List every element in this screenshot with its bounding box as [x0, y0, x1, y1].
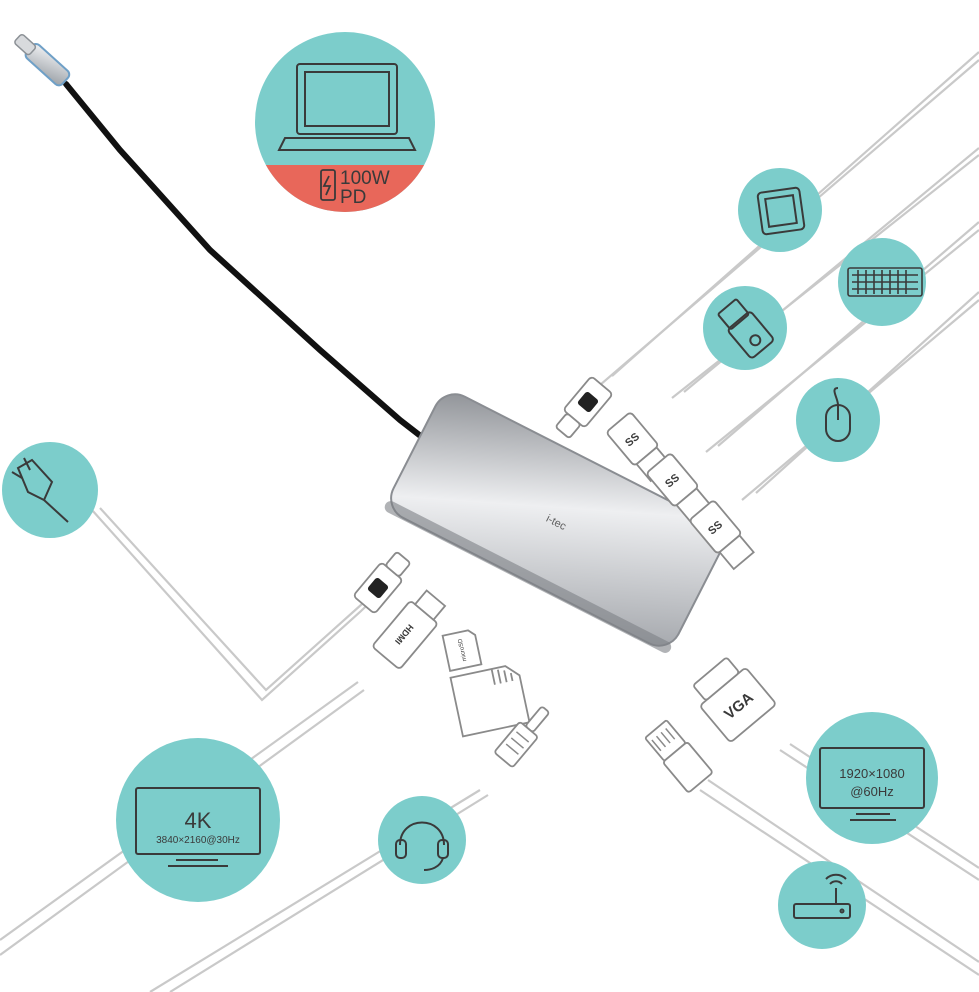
router-circle: [778, 861, 866, 949]
monitor-icon: [135, 787, 261, 867]
usb-flash-drive-icon: [717, 298, 774, 359]
audio-jack-icon: [494, 706, 550, 768]
tablet-circle: [738, 168, 822, 252]
monitor-vga-circle: 1920×1080 @60Hz: [806, 712, 938, 844]
power-plug-icon: [11, 457, 69, 523]
pd-power-label: 100W: [340, 168, 390, 189]
flash-drive-circle: [703, 286, 787, 370]
ethernet-plug-icon: [644, 719, 713, 793]
monitor-4k-res: 4K: [185, 808, 212, 833]
laptop-icon: [277, 63, 417, 151]
usb-c-cable: [14, 33, 461, 468]
monitor-vga-res: 1920×1080: [839, 766, 904, 781]
tablet-icon: [756, 186, 806, 236]
battery-icon: [320, 169, 336, 201]
pd-mode-label: PD: [340, 187, 366, 208]
usb-c-power-connector: [353, 551, 411, 614]
usb-a-connector-1: SS: [606, 412, 672, 483]
monitor-4k-circle: 4K 3840×2160@30Hz: [116, 738, 280, 902]
monitor-4k-detail: 3840×2160@30Hz: [156, 835, 240, 846]
mouse-circle: [796, 378, 880, 462]
monitor-vga-refresh: @60Hz: [850, 784, 894, 799]
monitor-icon: [819, 747, 925, 821]
hub-body: i-tec: [384, 393, 724, 653]
power-circle: [2, 442, 98, 538]
sd-card-icon: [449, 665, 531, 738]
hdmi-connector: HDMI: [372, 589, 447, 669]
keyboard-circle: [838, 238, 926, 326]
vga-connector: VGA: [693, 657, 776, 742]
headset-icon: [395, 821, 449, 871]
microsd-label: microSD: [458, 637, 469, 661]
keyboard-icon: [847, 267, 923, 297]
router-icon: [793, 873, 851, 919]
laptop-circle: 100W PD: [255, 32, 435, 212]
microsd-card-icon: microSD: [441, 629, 483, 673]
usb-c-connector: [555, 376, 613, 439]
headset-circle: [378, 796, 466, 884]
usb-a-connector-3: SS: [689, 500, 755, 571]
mouse-icon: [825, 387, 851, 442]
